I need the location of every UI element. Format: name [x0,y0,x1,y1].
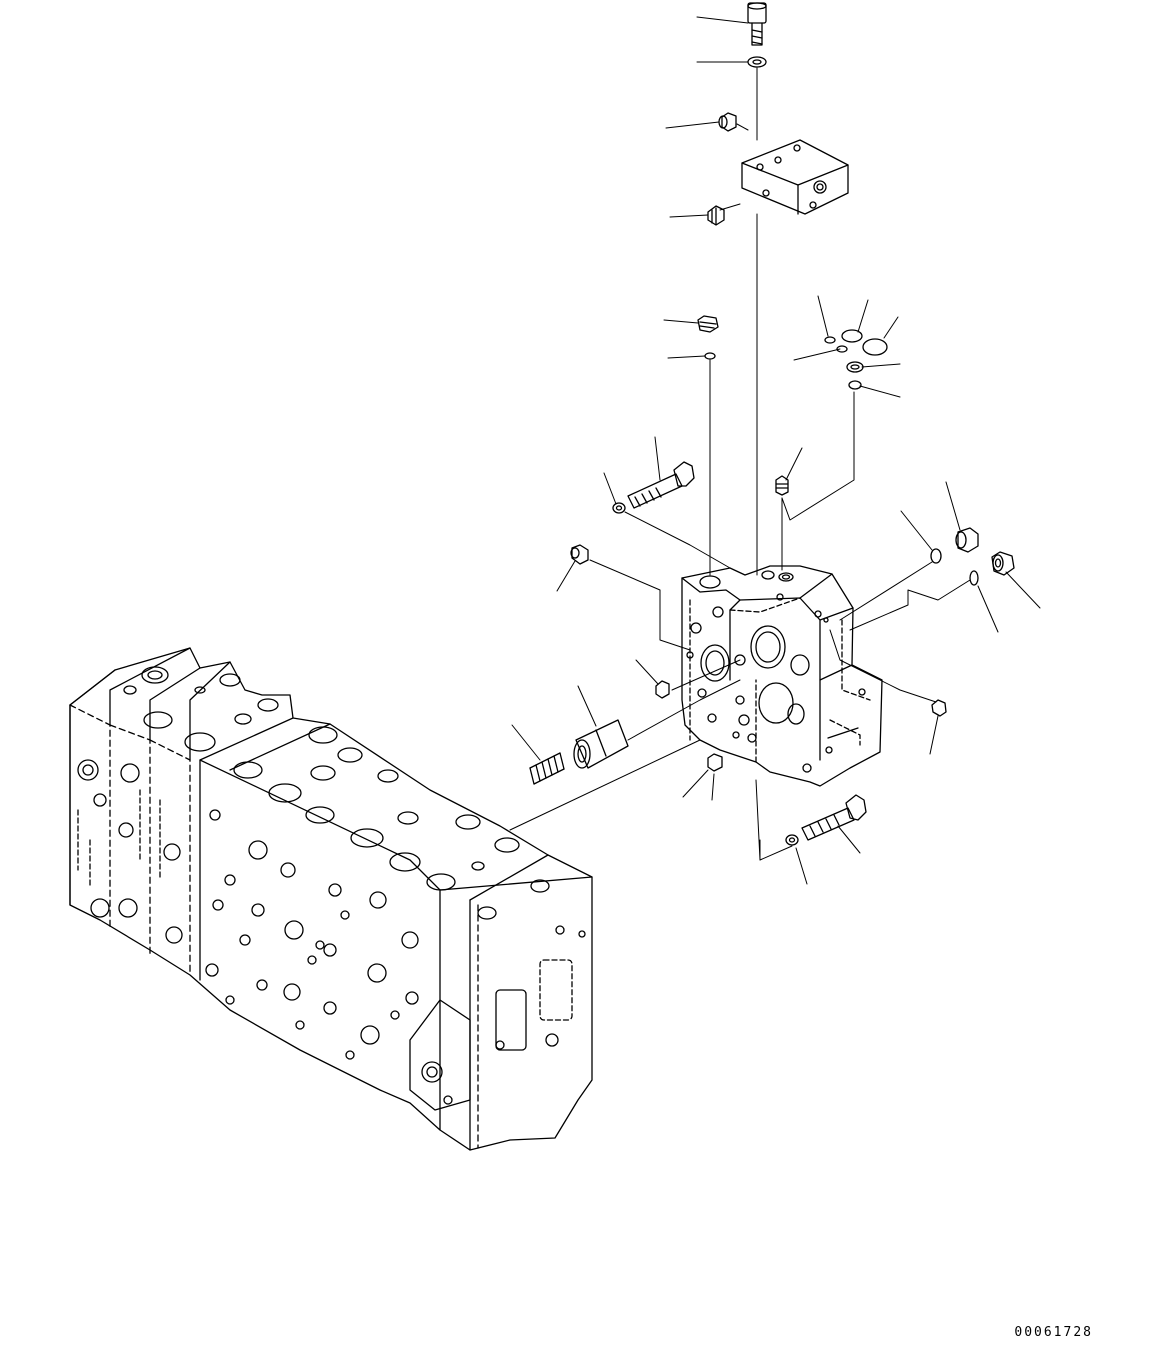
main-valve-body [70,648,592,1150]
spring [530,753,564,784]
drawing-reference-code: 00061728 [1014,1325,1093,1340]
hex-bolt-upper [628,462,694,508]
callout-leaders [512,17,1040,884]
hardware-parts [530,3,1014,845]
check-poppet [574,720,628,768]
valve-section-block [682,566,882,786]
hex-bolt-lower [802,795,866,840]
assembly-lines [510,68,970,860]
top-cover-block [742,140,848,214]
socket-bolt [748,3,766,45]
